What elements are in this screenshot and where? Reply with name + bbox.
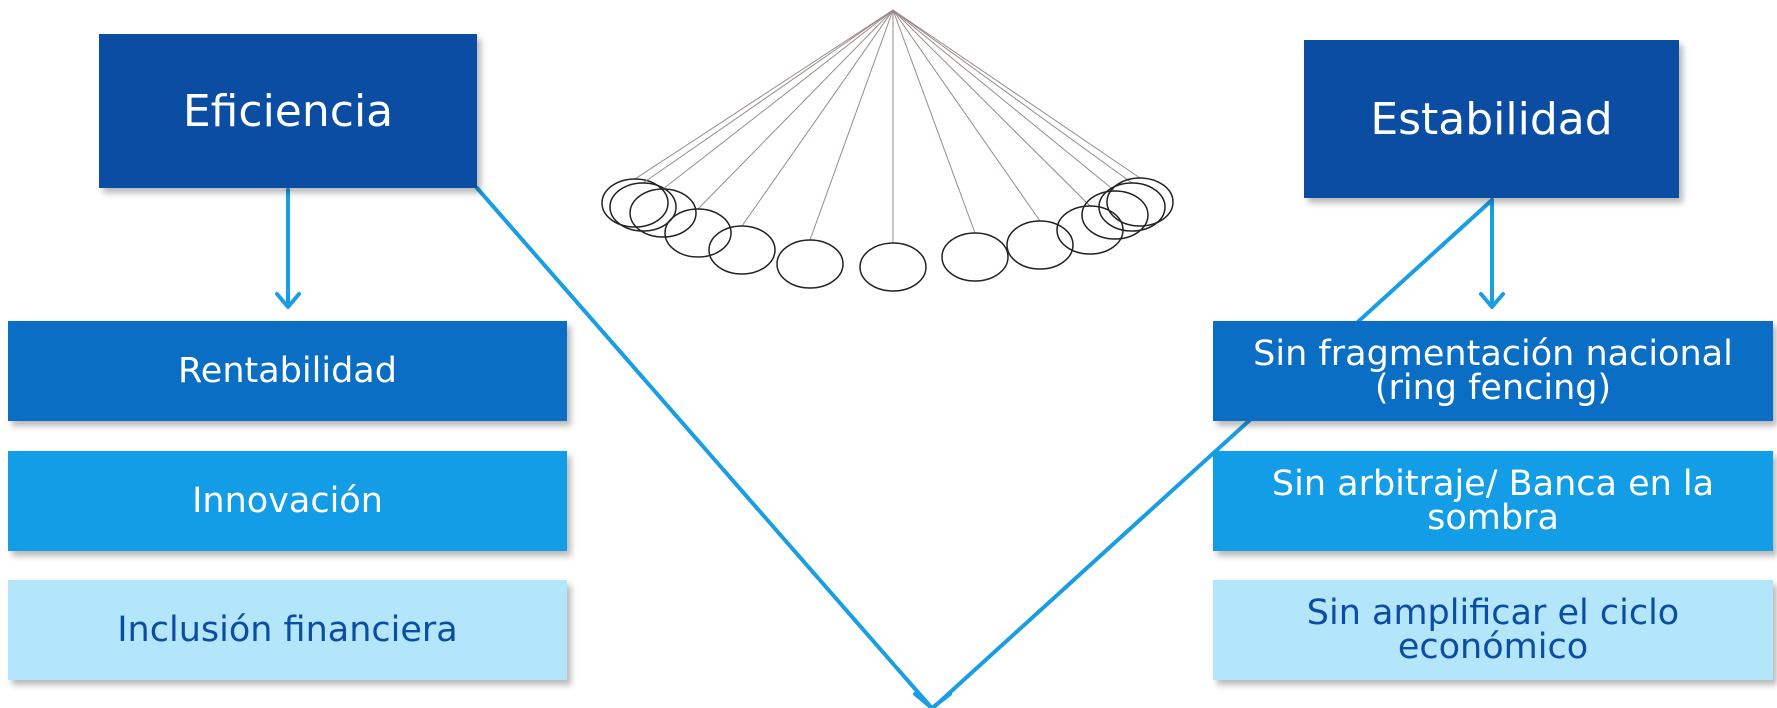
eficiencia-label: Eficiencia: [182, 85, 394, 137]
sin-amplificar-box: Sin amplificar el ciclo económico: [1213, 580, 1773, 680]
innovacion-label: Innovación: [192, 481, 383, 521]
innovacion-box: Innovación: [8, 451, 567, 551]
sin-amplificar-label: Sin amplificar el ciclo económico: [1306, 593, 1680, 667]
eficiencia-header: Eficiencia: [99, 34, 477, 188]
inclusion-financiera-box: Inclusión financiera: [8, 580, 567, 680]
estabilidad-down-arrowhead: [1479, 292, 1505, 309]
inclusion-financiera-label: Inclusión financiera: [117, 610, 458, 650]
converge-arrowhead: [913, 692, 952, 708]
estabilidad-label: Estabilidad: [1370, 93, 1613, 145]
sin-fragmentacion-label: Sin fragmentación nacional (ring fencing…: [1253, 334, 1733, 408]
sin-arbitraje-box: Sin arbitraje/ Banca en la sombra: [1213, 451, 1773, 551]
eficiencia-down-arrowhead: [275, 292, 301, 309]
sin-fragmentacion-box: Sin fragmentación nacional (ring fencing…: [1213, 321, 1773, 421]
estabilidad-header: Estabilidad: [1304, 40, 1679, 198]
eficiencia-diagonal-arrow: [475, 186, 932, 708]
rentabilidad-box: Rentabilidad: [8, 321, 567, 421]
sin-arbitraje-label: Sin arbitraje/ Banca en la sombra: [1271, 464, 1715, 538]
rentabilidad-label: Rentabilidad: [178, 351, 397, 391]
